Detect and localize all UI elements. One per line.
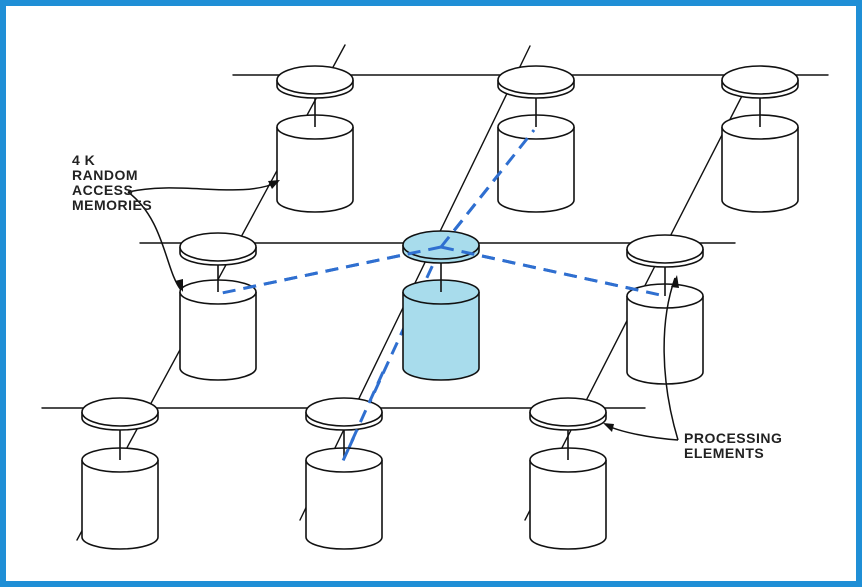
processing-arrowheads [603,275,679,432]
memories-arrowheads [175,180,280,292]
memories-label: 4 K RANDOM ACCESS MEMORIES [72,152,153,213]
pe-middle-right [626,234,704,385]
pe-bottom-center [305,397,383,550]
pe-middle-left [179,232,257,381]
pe-bottom-left [81,397,159,550]
pe-top-right [721,65,799,213]
pe-top-center [497,65,575,213]
processing-elements-label: PROCESSING ELEMENTS [684,430,783,461]
pe-bottom-right [529,397,607,550]
dashed-connections-front [221,129,666,464]
pe-top-left [276,65,354,213]
